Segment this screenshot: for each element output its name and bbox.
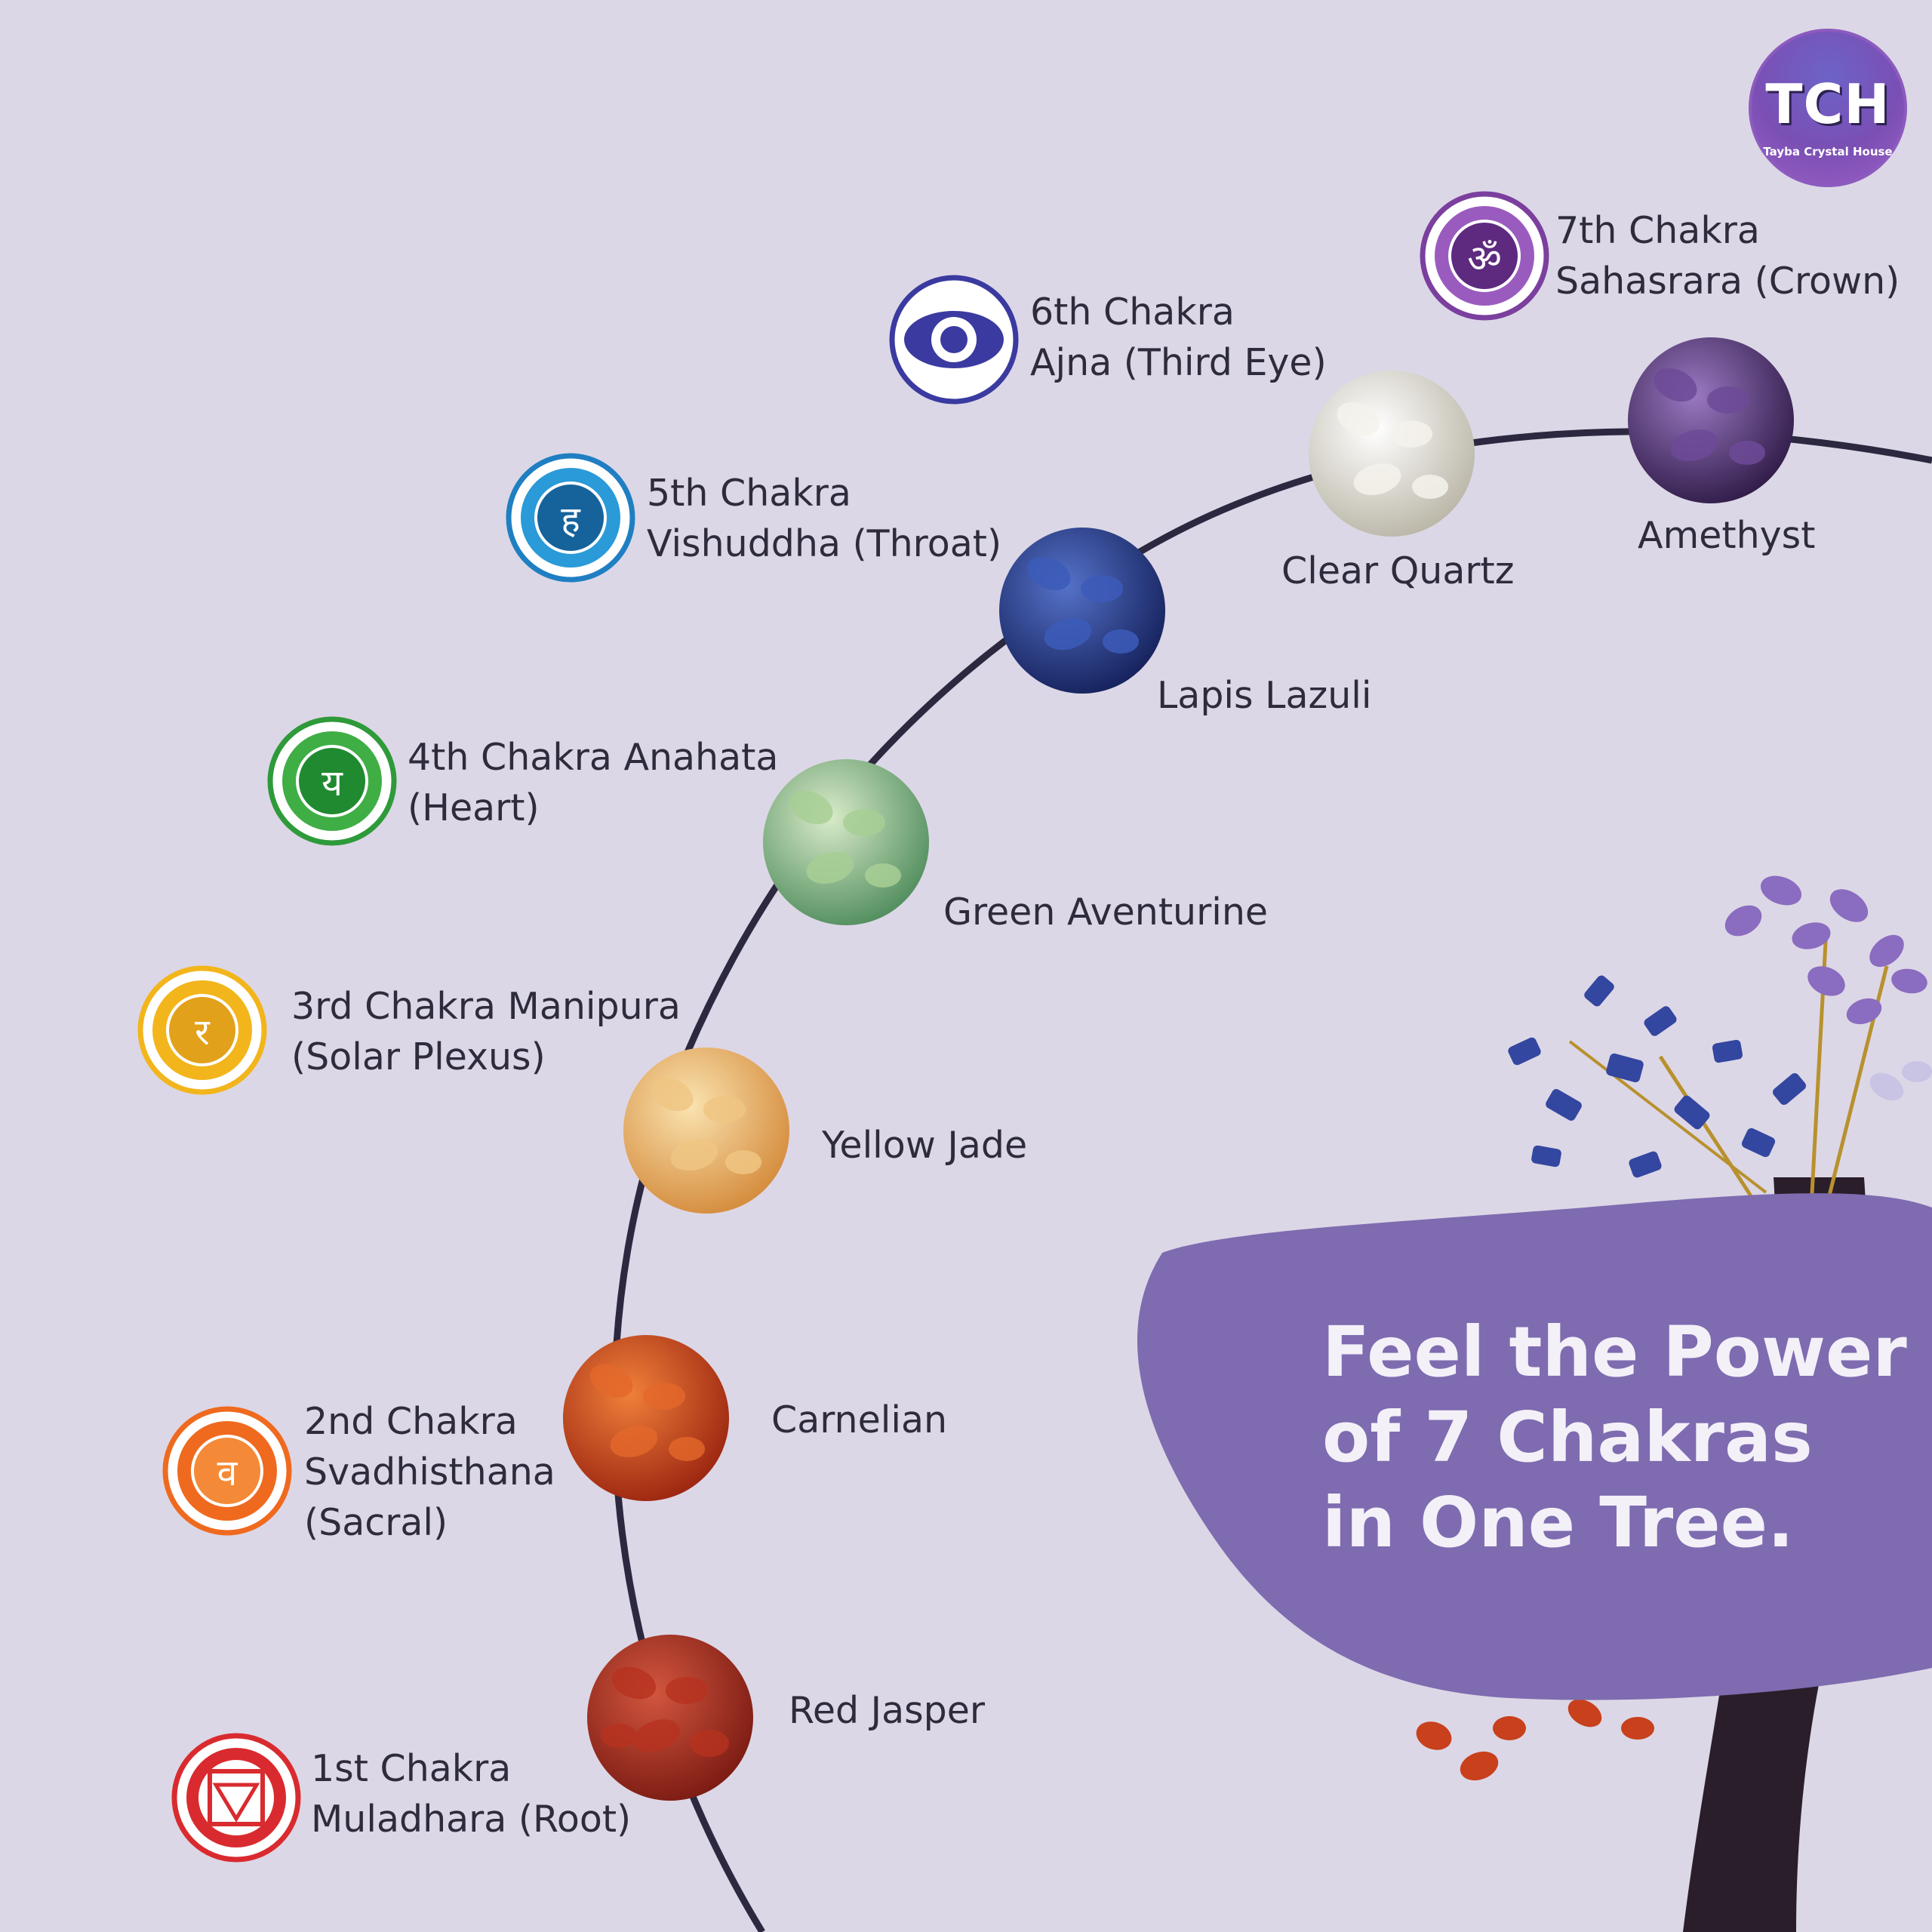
chakra-4-area: (Heart) — [408, 786, 540, 829]
chakra-7-title: 7th Chakra — [1555, 209, 1760, 252]
stone-label-clear-quartz: Clear Quartz — [1281, 549, 1515, 592]
sahasrara-icon: ॐ — [1420, 191, 1549, 321]
stone-label-amethyst: Amethyst — [1638, 514, 1816, 557]
svg-text:र: र — [195, 1011, 211, 1054]
promo-blob — [1137, 1193, 1932, 1700]
muladhara-icon — [171, 1733, 301, 1863]
stone-red-jasper — [587, 1635, 753, 1801]
stone-clear-quartz — [1309, 371, 1475, 537]
chakra-6-title: 6th Chakra — [1030, 291, 1235, 334]
promo-line-2: of 7 Chakras — [1322, 1397, 1813, 1478]
chakra-1-title: 1st Chakra — [311, 1747, 512, 1790]
stone-lapis-lazuli — [999, 528, 1165, 694]
svg-text:य: य — [321, 762, 343, 804]
chakra-5-name: Vishuddha (Throat) — [647, 522, 1002, 565]
svg-text:ह: ह — [561, 499, 581, 541]
chakra-6-name: Ajna (Third Eye) — [1030, 341, 1327, 384]
chakra-1-name: Muladhara (Root) — [311, 1798, 632, 1841]
chakra-2-name: Svadhisthana — [304, 1451, 555, 1494]
ajna-icon — [889, 275, 1019, 405]
promo-line-1: Feel the Power — [1322, 1312, 1907, 1392]
stone-label-carnelian: Carnelian — [771, 1398, 948, 1441]
chakra-3-title: 3rd Chakra Manipura — [291, 985, 681, 1028]
logo-subtext: Tayba Crystal House — [1763, 145, 1893, 158]
stone-label-red-jasper: Red Jasper — [789, 1689, 986, 1732]
stone-label-yellow-jade: Yellow Jade — [822, 1124, 1028, 1167]
promo-line-3: in One Tree. — [1322, 1482, 1794, 1563]
svg-text:व: व — [217, 1452, 238, 1494]
chakra-3-area: (Solar Plexus) — [291, 1035, 546, 1078]
chakra-5-title: 5th Chakra — [647, 472, 851, 515]
anahata-icon: य — [267, 716, 397, 846]
vishuddha-icon: ह — [506, 453, 635, 583]
chakra-2-area: (Sacral) — [304, 1501, 448, 1544]
stone-yellow-jade — [623, 1048, 789, 1214]
chakra-7-name: Sahasrara (Crown) — [1555, 260, 1900, 303]
chakra-4-title: 4th Chakra Anahata — [408, 736, 779, 779]
manipura-icon: र — [137, 965, 267, 1095]
stone-carnelian — [563, 1335, 729, 1501]
stone-amethyst — [1628, 337, 1794, 503]
stone-green-aventurine — [763, 759, 929, 925]
svadhisthana-icon: व — [162, 1406, 292, 1536]
chakra-label-5: 5th Chakra Vishuddha (Throat) — [647, 468, 1001, 569]
stone-label-green-aventurine: Green Aventurine — [943, 891, 1269, 934]
chakra-2-title: 2nd Chakra — [304, 1400, 518, 1443]
chakra-label-3: 3rd Chakra Manipura (Solar Plexus) — [291, 981, 681, 1082]
chakra-label-4: 4th Chakra Anahata (Heart) — [408, 732, 778, 833]
brand-logo: TCH Tayba Crystal House — [1749, 29, 1907, 187]
chakra-label-6: 6th Chakra Ajna (Third Eye) — [1030, 287, 1327, 388]
chakra-label-1: 1st Chakra Muladhara (Root) — [311, 1743, 631, 1844]
chakra-label-2: 2nd Chakra Svadhisthana (Sacral) — [304, 1396, 555, 1548]
promo-headline: Feel the Power of 7 Chakras in One Tree. — [1322, 1309, 1907, 1565]
svg-text:ॐ: ॐ — [1467, 237, 1502, 281]
chakra-label-7: 7th Chakra Sahasrara (Crown) — [1555, 205, 1900, 306]
logo-text: TCH — [1765, 72, 1890, 136]
stone-label-lapis-lazuli: Lapis Lazuli — [1157, 674, 1372, 717]
